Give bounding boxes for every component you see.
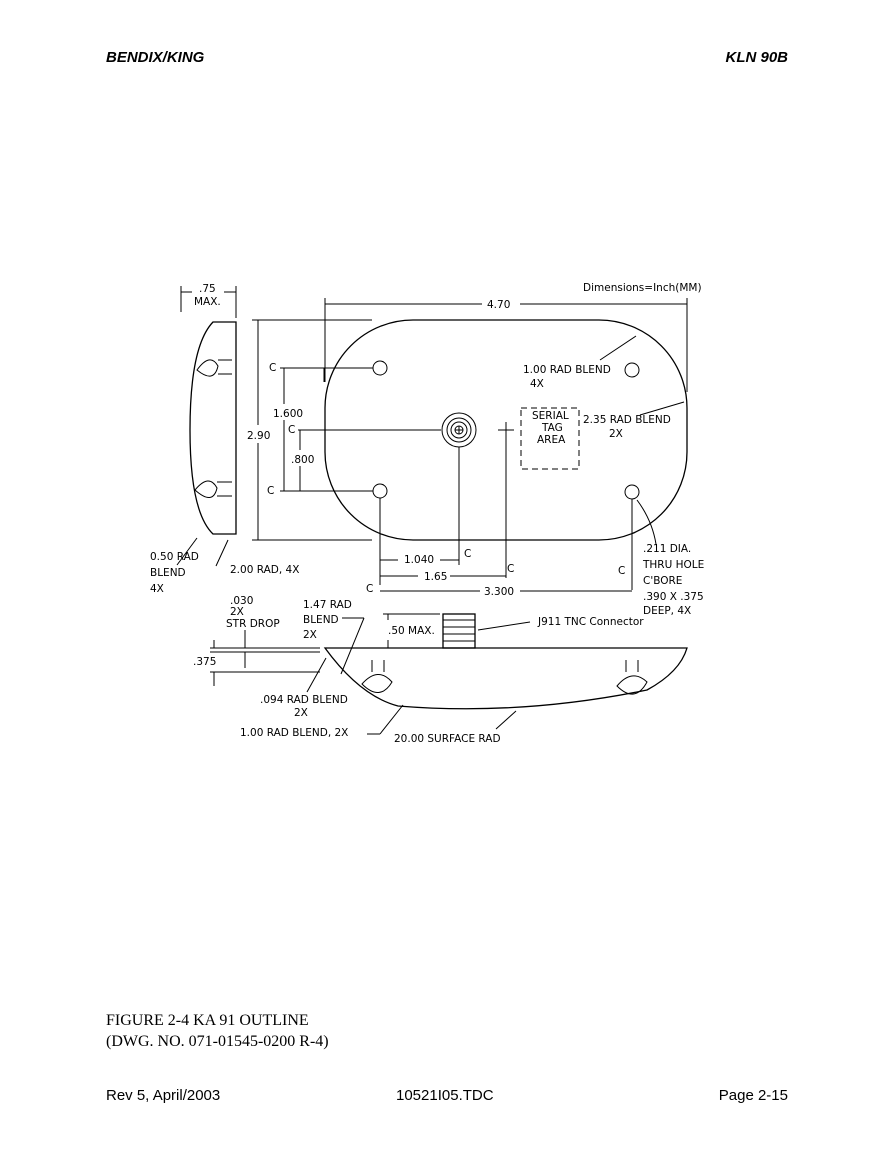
mount-hole-top-right [624,362,640,378]
mount-hole-bottom-right [624,484,640,500]
str-drop-line1: .030 [230,595,253,607]
connector-label: J911 TNC Connector [537,616,644,628]
front-hole-right [616,675,648,695]
mount-hole-top-left [372,360,388,376]
side-max-label: MAX. [194,296,221,308]
surface-rad-label: 20.00 SURFACE RAD [394,733,501,745]
rad-094-line1: .094 RAD BLEND [260,694,348,706]
mount-hole-bottom-left [372,483,388,499]
serial-tag-line1: SERIAL [532,410,569,422]
rad-100-label: 1.00 RAD BLEND, 2X [240,727,348,739]
rad-blend-1-label: 1.00 RAD BLEND [523,364,611,376]
hole-callout-line3: C'BORE [643,575,682,587]
rad-147-line1: 1.47 RAD [303,599,352,611]
dim-3300-label: 3.300 [484,586,514,598]
half-spacing-label: .800 [291,454,314,466]
rad-050-line1: 0.50 RAD [150,551,199,563]
header-model: KLN 90B [725,49,788,66]
serial-tag-line3: AREA [537,434,566,446]
dim-165-label: 1.65 [424,571,447,583]
rad-blend-2-count: 2X [609,428,623,440]
hole-callout-line4: .390 X .375 [643,591,704,603]
rad-050-line3: 4X [150,583,164,595]
centerline-symbol: C [464,548,471,560]
overall-width-label: 4.70 [487,299,510,311]
str-drop-line2: 2X [230,606,244,618]
footer-page-number: Page 2-15 [718,1087,788,1104]
hole-spacing-label: 1.600 [273,408,303,420]
drawing-number: (DWG. NO. 071-01545-0200 R-4) [106,1033,329,1050]
front-hole-left [361,674,393,693]
rad-blend-1-count: 4X [530,378,544,390]
side-hole-bottom [194,480,218,498]
figure-caption: FIGURE 2-4 KA 91 OUTLINE [106,1012,309,1029]
footer-revision: Rev 5, April/2003 [106,1087,221,1104]
centerline-symbol: C [288,424,295,436]
side-view: .75 MAX. [176,283,237,567]
centerline-symbol: C [267,485,274,497]
rad-147-line2: BLEND [303,614,339,626]
centerline-symbol: C [366,583,373,595]
centerline-symbol: C [507,563,514,575]
rad-200-label: 2.00 RAD, 4X [230,564,299,576]
rad-147-line3: 2X [303,629,317,641]
rad-094-line2: 2X [294,707,308,719]
rad-blend-2-label: 2.35 RAD BLEND [583,414,671,426]
footer-document-id: 10521I05.TDC [396,1087,494,1104]
hole-callout-line1: .211 DIA. [643,543,691,555]
front-view: .50 MAX. J911 TNC Connector .375 .030 2X… [193,595,688,745]
dim-375-label: .375 [193,656,216,668]
tnc-connector [442,613,476,649]
max-050-label: .50 MAX. [388,625,435,637]
centerline-symbol: C [618,565,625,577]
str-drop-line3: STR DROP [226,618,280,630]
side-view-outline [189,321,237,535]
front-view-outline [323,647,688,710]
header-manufacturer: BENDIX/KING [106,49,205,66]
hole-callout-line5: DEEP, 4X [643,605,691,617]
side-hole-top [196,359,219,377]
centerline-symbol: C [269,362,276,374]
rad-050-line2: BLEND [150,567,186,579]
serial-tag-line2: TAG [541,422,563,434]
dim-1040-label: 1.040 [404,554,434,566]
side-width-label: .75 [199,283,216,295]
top-view: SERIAL TAG AREA 4.70 2.90 1.600 .800 C C… [247,298,688,598]
dimensions-note: Dimensions=Inch(MM) [583,282,702,294]
height-label: 2.90 [247,430,270,442]
hole-callout-line2: THRU HOLE [642,559,704,571]
